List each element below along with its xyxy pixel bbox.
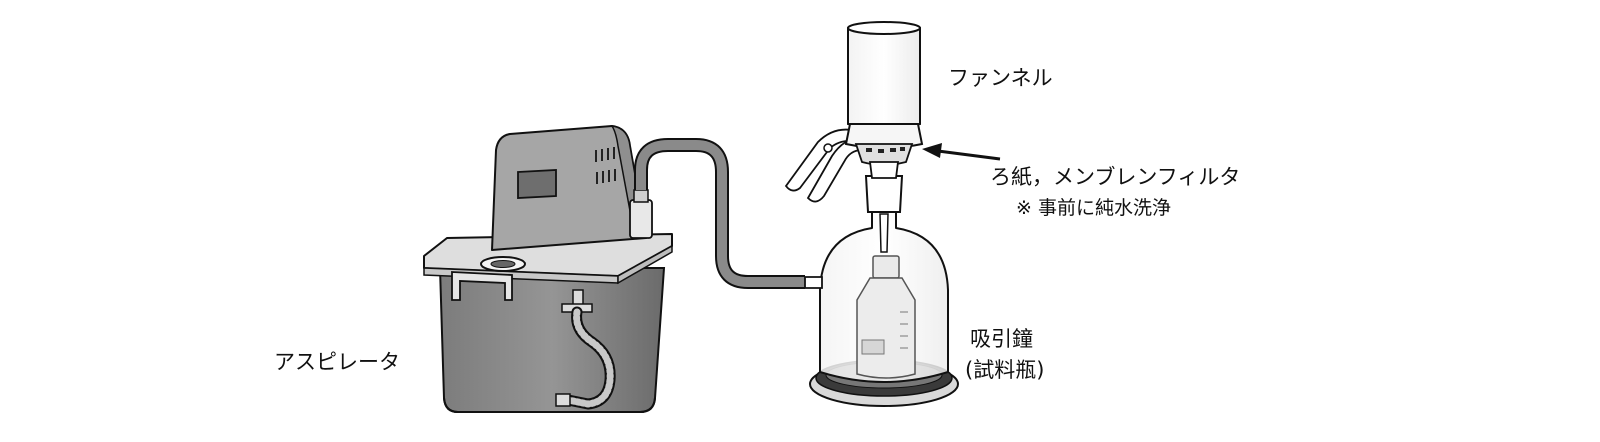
suction-bell-label: 吸引鐘 [970,327,1033,351]
vacuum-tube-icon [634,138,805,289]
filter-paper-label: ろ紙，メンブレンフィルタ [990,165,1241,189]
filter-funnel-icon [784,21,924,203]
pointer-arrow-icon [922,143,1001,161]
aspirator-pump-icon [423,125,673,413]
aspirator-label: アスピレータ [274,350,400,374]
funnel-label: ファンネル [948,66,1053,90]
prewash-note: ※ 事前に純水洗浄 [1016,197,1171,219]
sample-bottle-label: (試料瓶) [965,358,1045,382]
sample-bottle-icon [856,255,916,379]
